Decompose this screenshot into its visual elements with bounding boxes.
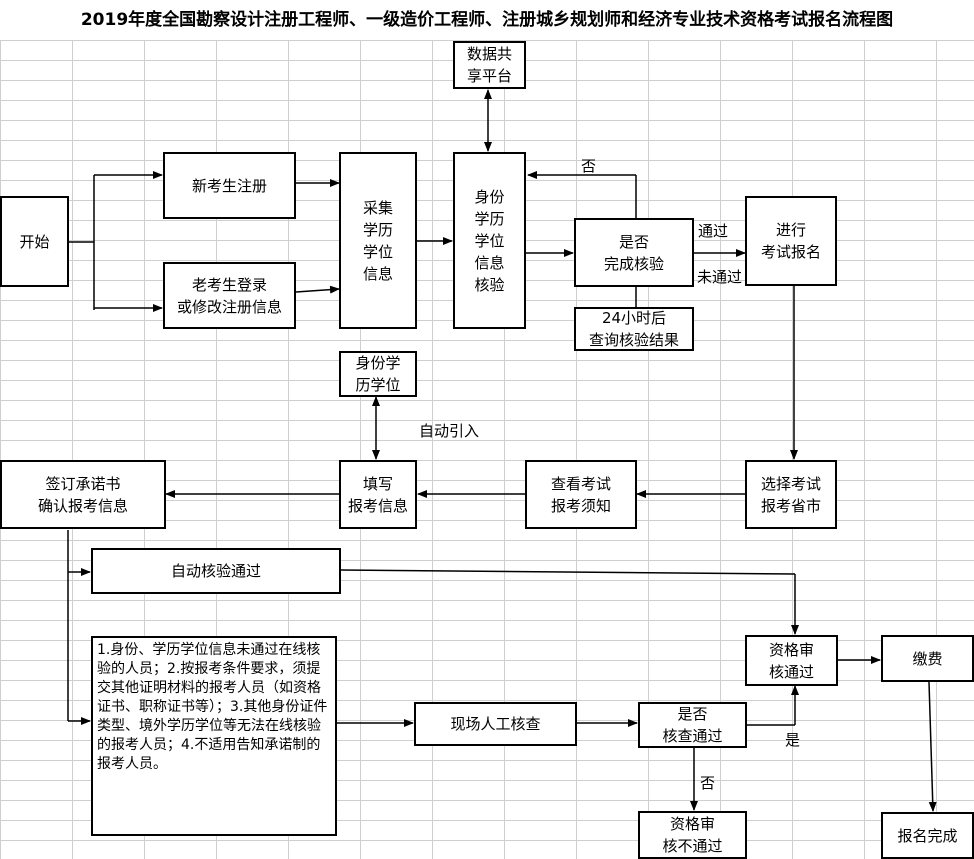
check-done-decision: 是否 完成核验	[574, 218, 694, 287]
done-node: 报名完成	[881, 812, 974, 859]
id-verify-node: 身份 学历 学位 信息 核验	[453, 152, 526, 329]
manual-check-criteria-note: 1.身份、学历学位信息未通过在线核验的人员；2.按报考条件要求，须提交其他证明材…	[91, 636, 337, 836]
id-edu-degree-node: 身份学 历学位	[339, 351, 417, 397]
new-user-register-node: 新考生注册	[163, 152, 296, 219]
qual-fail-node: 资格审 核不通过	[638, 811, 747, 859]
collect-info-node: 采集 学历 学位 信息	[339, 152, 417, 329]
old-user-login-node: 老考生登录 或修改注册信息	[163, 262, 296, 329]
auto-pass-node: 自动核验通过	[91, 548, 341, 594]
read-notice-node: 查看考试 报考须知	[525, 460, 637, 529]
choose-exam-node: 选择考试 报考省市	[745, 460, 837, 529]
pay-node: 缴费	[881, 635, 974, 682]
label-no-bottom: 否	[700, 774, 716, 792]
wait-24h-node: 24小时后 查询核验结果	[574, 307, 694, 351]
label-auto-import: 自动引入	[419, 422, 480, 440]
label-yes: 是	[785, 731, 801, 749]
page-title: 2019年度全国勘察设计注册工程师、一级造价工程师、注册城乡规划师和经济专业技术…	[0, 0, 974, 41]
qual-pass-node: 资格审 核通过	[745, 635, 838, 686]
enter-exam-node: 进行 考试报名	[745, 196, 837, 286]
onsite-check-node: 现场人工核查	[414, 702, 577, 746]
check-pass-decision: 是否 核查通过	[638, 702, 747, 748]
start-node: 开始	[0, 196, 69, 287]
data-share-platform-node: 数据共 享平台	[453, 41, 526, 89]
label-no-top: 否	[581, 157, 597, 175]
sign-promise-node: 签订承诺书 确认报考信息	[0, 460, 166, 529]
label-fail: 未通过	[697, 268, 743, 286]
label-pass: 通过	[698, 222, 729, 240]
fill-info-node: 填写 报考信息	[339, 460, 417, 529]
